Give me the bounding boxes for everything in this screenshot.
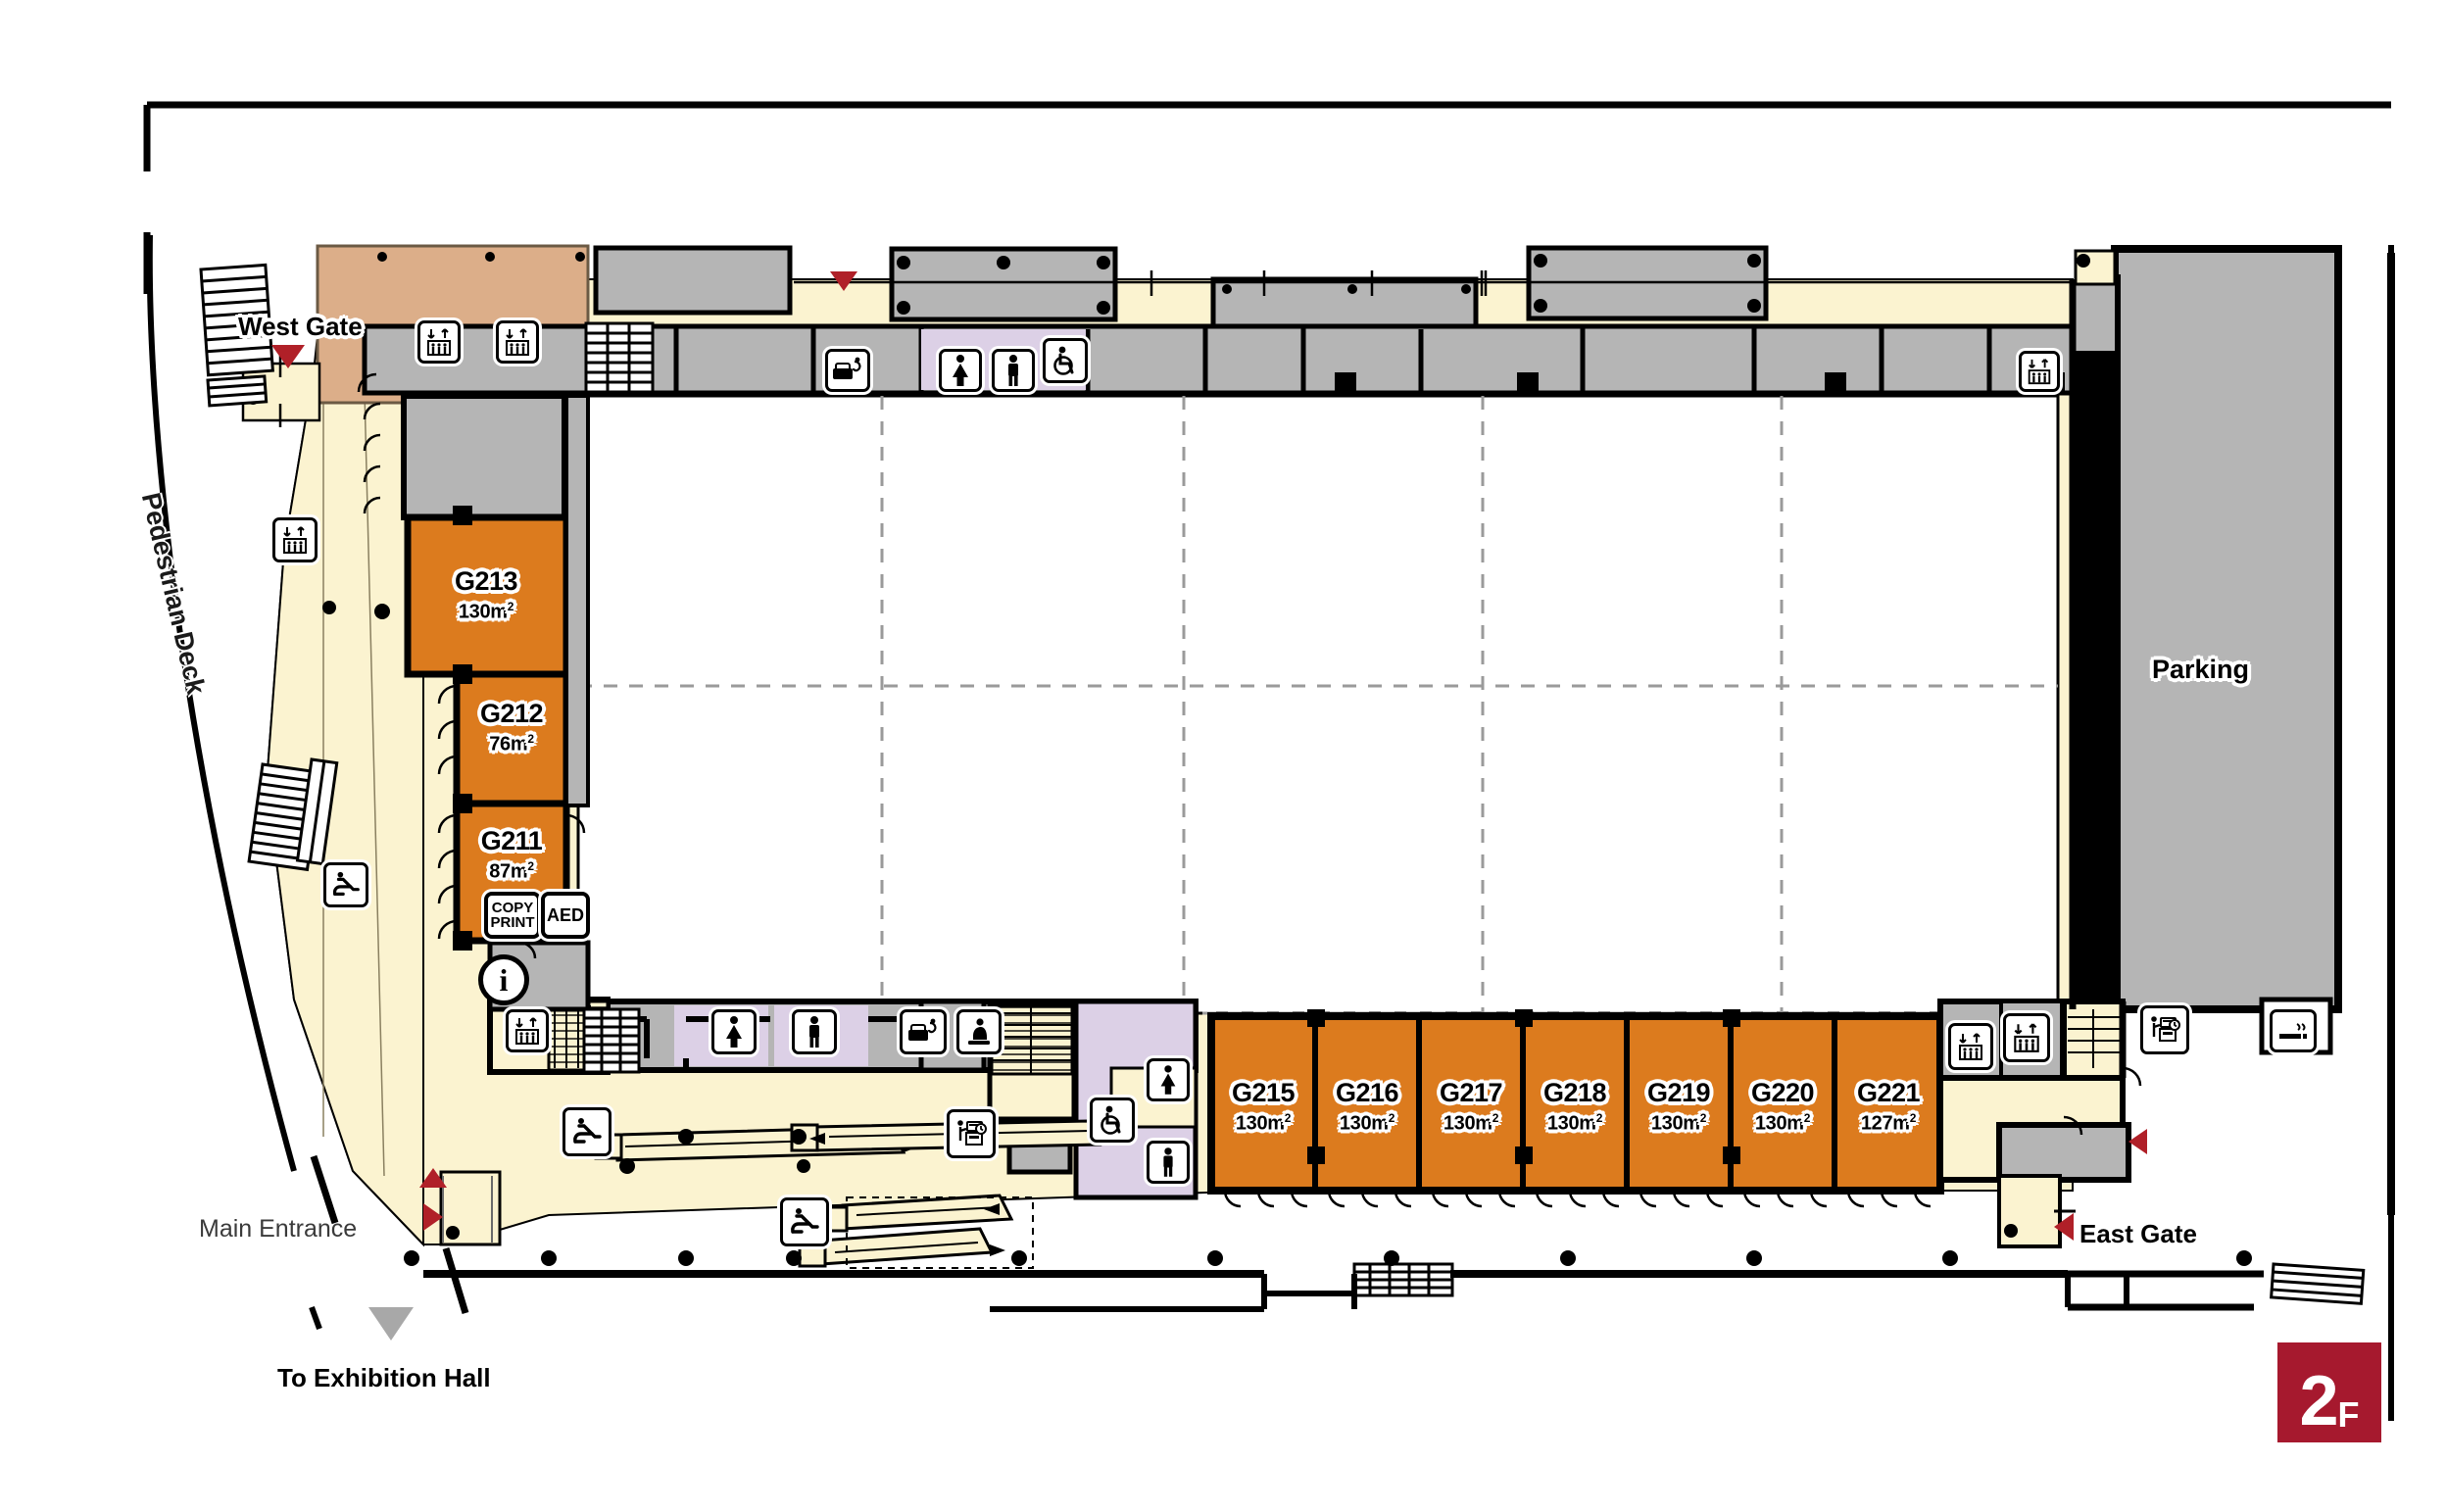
information-icon[interactable]: i	[478, 954, 529, 1005]
stair-south-center	[582, 1007, 641, 1074]
top-room-dots	[897, 254, 1761, 315]
west-concourse	[265, 371, 424, 1247]
main-entrance-marker-up	[419, 1168, 447, 1188]
escalator-icon[interactable]	[323, 862, 368, 907]
elevator-icon[interactable]	[506, 1009, 549, 1052]
restroom-men-icon[interactable]	[992, 349, 1035, 392]
stair-west-outer	[199, 263, 274, 408]
elevator-icon[interactable]	[417, 320, 461, 364]
column-nodes-south	[1307, 1009, 1740, 1164]
smoking-area-icon[interactable]	[2270, 1009, 2317, 1052]
south-outer-wall	[423, 1270, 2264, 1312]
elevator-icon[interactable]	[496, 320, 539, 364]
ticket-counter-icon[interactable]	[947, 1109, 996, 1158]
east-gate-marker	[2054, 1213, 2074, 1241]
west-gate-marker	[271, 345, 305, 368]
main-entrance-marker-right	[423, 1203, 443, 1231]
column-nodes-west	[453, 506, 472, 951]
ticket-counter-icon[interactable]	[2140, 1005, 2189, 1054]
copy-print-icon[interactable]: COPY PRINT	[484, 892, 541, 939]
nursing-room-icon[interactable]	[900, 1009, 947, 1054]
top-rooms	[593, 245, 1769, 329]
west-gray-rooms-b	[401, 393, 567, 520]
exhibition-hall-void	[513, 394, 2060, 1015]
elevator-icon[interactable]	[2019, 351, 2060, 392]
south-stair	[990, 1003, 1074, 1076]
east-gate-marker-2	[2128, 1129, 2147, 1154]
elevator-icon[interactable]	[2003, 1013, 2050, 1062]
exhibition-hall-direction-marker	[368, 1307, 414, 1341]
prayer-room-icon[interactable]	[956, 1009, 1002, 1054]
door-swings-south	[1223, 1190, 1932, 1208]
nursing-room-icon[interactable]	[825, 349, 870, 392]
parking-area	[2074, 245, 2342, 1013]
rooms-west	[404, 513, 570, 945]
top-tick-line	[794, 270, 2070, 296]
door-swings-west	[437, 539, 586, 940]
top-entrance-marker	[830, 271, 857, 291]
accessible-icon[interactable]	[1090, 1097, 1135, 1143]
stair-west-mid	[247, 757, 339, 872]
stair-bottom-center	[1352, 1262, 1454, 1297]
accessible-icon[interactable]	[1043, 338, 1088, 383]
rooms-south	[1207, 1012, 1944, 1195]
escalator-icon[interactable]	[563, 1107, 612, 1156]
stair-east-outer	[2270, 1262, 2366, 1305]
elevator-icon[interactable]	[1948, 1023, 1993, 1070]
floor-badge-suffix: F	[2337, 1394, 2360, 1435]
stair-west-upper	[584, 321, 655, 394]
restroom-women-icon[interactable]	[1147, 1058, 1190, 1101]
restroom-men-icon[interactable]	[792, 1009, 837, 1054]
floor-badge-number: 2	[2299, 1362, 2338, 1440]
elevator-icon[interactable]	[272, 517, 318, 562]
restroom-women-icon[interactable]	[939, 349, 982, 392]
pedestrian-deck-edge	[146, 234, 297, 1172]
restroom-women-icon[interactable]	[711, 1009, 757, 1054]
main-entrance-pad	[309, 1154, 502, 1331]
floor-badge: 2 F	[2277, 1342, 2381, 1442]
east-inner-wall	[2069, 279, 2127, 1078]
restroom-men-icon[interactable]	[1147, 1141, 1190, 1184]
west-gray-column	[564, 394, 590, 807]
east-gate-pad	[1997, 1174, 2076, 1248]
escalator-icon[interactable]	[780, 1197, 829, 1246]
aed-icon[interactable]: AED	[541, 892, 590, 939]
